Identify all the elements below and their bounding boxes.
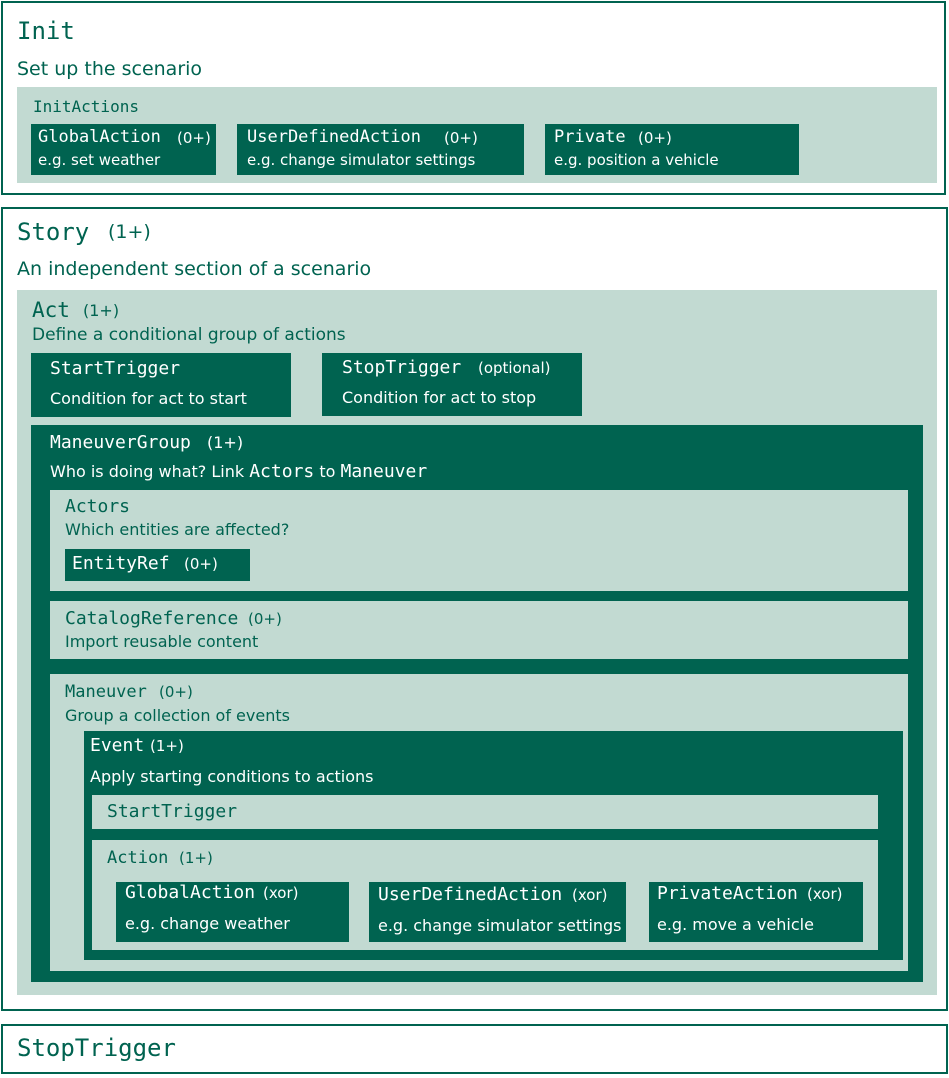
catalog-reference-card: (0+) (248, 610, 282, 628)
action-private-action-card: (xor) (807, 885, 843, 903)
act-stop-trigger-card: (optional) (478, 359, 551, 377)
act-panel: Act (1+) Define a conditional group of a… (17, 290, 937, 995)
init-user-defined-action-name: UserDefinedAction (247, 127, 421, 147)
stop-trigger-title: StopTrigger (17, 1034, 176, 1062)
action-global-action-name: GlobalAction (125, 882, 256, 903)
act-start-trigger-box: StartTrigger Condition for act to start (31, 353, 291, 417)
actors-desc: Which entities are affected? (65, 520, 290, 539)
act-stop-trigger-desc: Condition for act to stop (342, 388, 537, 407)
maneuver-card: (0+) (159, 683, 193, 701)
maneuver-group-desc-to: to (314, 462, 341, 481)
entity-ref-name: EntityRef (72, 553, 170, 574)
act-desc: Define a conditional group of actions (32, 325, 346, 345)
init-user-defined-action-box: UserDefinedAction (0+) e.g. change simul… (237, 124, 524, 175)
init-title: Init (17, 17, 75, 45)
act-title: Act (32, 298, 70, 322)
action-global-action-desc: e.g. change weather (125, 914, 290, 933)
act-start-trigger-desc: Condition for act to start (50, 389, 247, 408)
maneuver-group-desc-prefix: Who is doing what? Link (50, 462, 250, 481)
maneuver-group-desc: Who is doing what? Link Actors to Maneuv… (50, 463, 427, 481)
story-card: (1+) (108, 221, 151, 243)
story-section: Story (1+) An independent section of a s… (1, 207, 948, 1011)
maneuver-title: Maneuver (65, 682, 147, 702)
action-user-defined-action-name: UserDefinedAction (378, 884, 563, 905)
event-start-trigger-bar: StartTrigger (92, 795, 878, 829)
maneuver-desc: Group a collection of events (65, 706, 290, 725)
maneuver-panel: Maneuver (0+) Group a collection of even… (50, 674, 908, 971)
maneuver-group-panel: ManeuverGroup (1+) Who is doing what? Li… (31, 425, 923, 982)
maneuver-group-desc-actors: Actors (249, 461, 315, 482)
action-title: Action (107, 848, 169, 868)
init-actions-panel: InitActions GlobalAction (0+) e.g. set w… (17, 87, 937, 183)
init-private-desc: e.g. position a vehicle (554, 151, 719, 169)
act-card: (1+) (83, 301, 120, 320)
event-panel: Event (1+) Apply starting conditions to … (84, 731, 903, 960)
init-subtitle: Set up the scenario (17, 58, 203, 80)
entity-ref-box: EntityRef (0+) (65, 549, 250, 581)
event-desc: Apply starting conditions to actions (90, 767, 374, 786)
act-stop-trigger-name: StopTrigger (342, 357, 462, 378)
init-user-defined-action-card: (0+) (444, 129, 478, 147)
event-start-trigger-name: StartTrigger (107, 801, 238, 822)
action-private-action-desc: e.g. move a vehicle (657, 915, 814, 934)
stop-trigger-section: StopTrigger (1, 1024, 948, 1074)
init-global-action-box: GlobalAction (0+) e.g. set weather (31, 124, 216, 175)
init-global-action-card: (0+) (177, 129, 211, 147)
event-title: Event (90, 735, 145, 756)
init-private-name: Private (554, 127, 626, 147)
init-global-action-desc: e.g. set weather (38, 151, 161, 169)
init-global-action-name: GlobalAction (38, 127, 161, 147)
action-panel: Action (1+) GlobalAction (xor) e.g. chan… (92, 840, 878, 950)
event-card: (1+) (150, 737, 184, 755)
action-card: (1+) (179, 849, 213, 867)
maneuver-group-title: ManeuverGroup (50, 432, 191, 453)
act-stop-trigger-box: StopTrigger (optional) Condition for act… (322, 353, 582, 416)
maneuver-group-card: (1+) (207, 433, 244, 452)
action-private-action-name: PrivateAction (657, 883, 798, 904)
action-private-action-box: PrivateAction (xor) e.g. move a vehicle (649, 882, 863, 942)
init-actions-label: InitActions (33, 97, 139, 116)
action-user-defined-action-desc: e.g. change simulator settings (378, 916, 622, 935)
catalog-reference-name: CatalogReference (65, 608, 239, 629)
actors-title: Actors (65, 496, 131, 517)
action-global-action-card: (xor) (263, 884, 299, 902)
action-user-defined-action-box: UserDefinedAction (xor) e.g. change simu… (369, 882, 626, 942)
action-global-action-box: GlobalAction (xor) e.g. change weather (116, 882, 349, 942)
init-section: Init Set up the scenario InitActions Glo… (1, 1, 946, 195)
actors-panel: Actors Which entities are affected? Enti… (50, 490, 908, 591)
act-start-trigger-name: StartTrigger (50, 358, 181, 379)
action-user-defined-action-card: (xor) (572, 886, 608, 904)
story-subtitle: An independent section of a scenario (17, 258, 372, 280)
init-user-defined-action-desc: e.g. change simulator settings (247, 151, 476, 169)
catalog-reference-panel: CatalogReference (0+) Import reusable co… (50, 601, 908, 659)
maneuver-group-desc-maneuver: Maneuver (340, 461, 428, 482)
init-private-card: (0+) (638, 129, 672, 147)
catalog-reference-desc: Import reusable content (65, 632, 259, 651)
entity-ref-card: (0+) (184, 555, 218, 573)
story-title: Story (17, 218, 90, 246)
init-private-box: Private (0+) e.g. position a vehicle (545, 124, 799, 175)
